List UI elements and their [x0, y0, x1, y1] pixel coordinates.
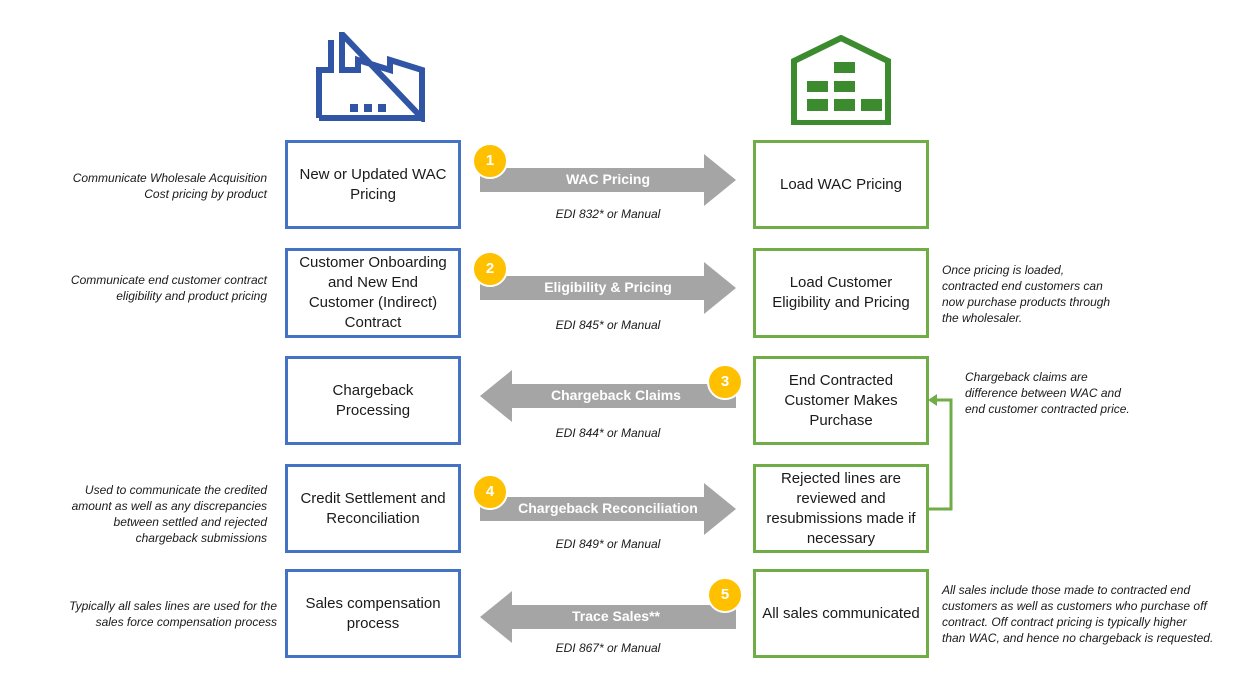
- row3-arrow: Chargeback Claims: [478, 370, 738, 422]
- row2-arrow-label: Eligibility & Pricing: [544, 279, 672, 295]
- row5-arrow-label: Trace Sales**: [572, 608, 660, 624]
- row1-step-badge: 1: [472, 143, 508, 179]
- row5-edi-label: EDI 867* or Manual: [555, 641, 661, 655]
- row2-edi-label: EDI 845* or Manual: [555, 318, 661, 332]
- row5-manufacturer-box: Sales compensation process: [285, 569, 461, 658]
- row1-edi-label: EDI 832* or Manual: [555, 207, 661, 221]
- warehouse-icon: [790, 34, 892, 126]
- row4-edi-label: EDI 849* or Manual: [555, 537, 661, 551]
- row4-arrow: Chargeback Reconciliation: [478, 483, 738, 535]
- row4-manufacturer-box: Credit Settlement and Reconciliation: [285, 464, 461, 553]
- row3-right-note: Chargeback claims are difference between…: [965, 370, 1130, 416]
- row1-left-note: Communicate Wholesale Acquisition Cost p…: [72, 171, 267, 201]
- row3-arrow-label: Chargeback Claims: [551, 387, 681, 403]
- row3-manufacturer-box: Chargeback Processing: [285, 356, 461, 445]
- row4-left-note: Used to communicate the credited amount …: [71, 483, 267, 545]
- row1-arrow: WAC Pricing: [478, 154, 738, 206]
- row2-arrow: Eligibility & Pricing: [478, 262, 738, 314]
- factory-icon: [314, 26, 426, 126]
- row2-right-note: Once pricing is loaded, contracted end c…: [942, 263, 1111, 325]
- row2-left-note: Communicate end customer contract eligib…: [70, 273, 267, 303]
- row2-wholesaler-box: Load Customer Eligibility and Pricing: [753, 248, 929, 338]
- row2-step-badge: 2: [472, 251, 508, 287]
- row4-step-badge: 4: [472, 474, 508, 510]
- row3-wholesaler-box: End Contracted Customer Makes Purchase: [753, 356, 929, 445]
- row1-wholesaler-box: Load WAC Pricing: [753, 140, 929, 229]
- row3-edi-label: EDI 844* or Manual: [555, 426, 661, 440]
- row5-wholesaler-box: All sales communicated: [753, 569, 929, 658]
- row1-manufacturer-box: New or Updated WAC Pricing: [285, 140, 461, 229]
- row1-arrow-label: WAC Pricing: [565, 171, 650, 187]
- row4-arrow-label: Chargeback Reconciliation: [518, 500, 698, 516]
- row5-arrow: Trace Sales**: [478, 591, 738, 643]
- row5-left-note: Typically all sales lines are used for t…: [69, 599, 277, 629]
- row4-wholesaler-box: Rejected lines are reviewed and resubmis…: [753, 464, 929, 553]
- row5-step-badge: 5: [707, 577, 743, 613]
- row3-step-badge: 3: [707, 364, 743, 400]
- row2-manufacturer-box: Customer Onboarding and New End Customer…: [285, 248, 461, 338]
- resubmission-connector: [928, 394, 953, 511]
- row5-right-note: All sales include those made to contract…: [942, 583, 1214, 645]
